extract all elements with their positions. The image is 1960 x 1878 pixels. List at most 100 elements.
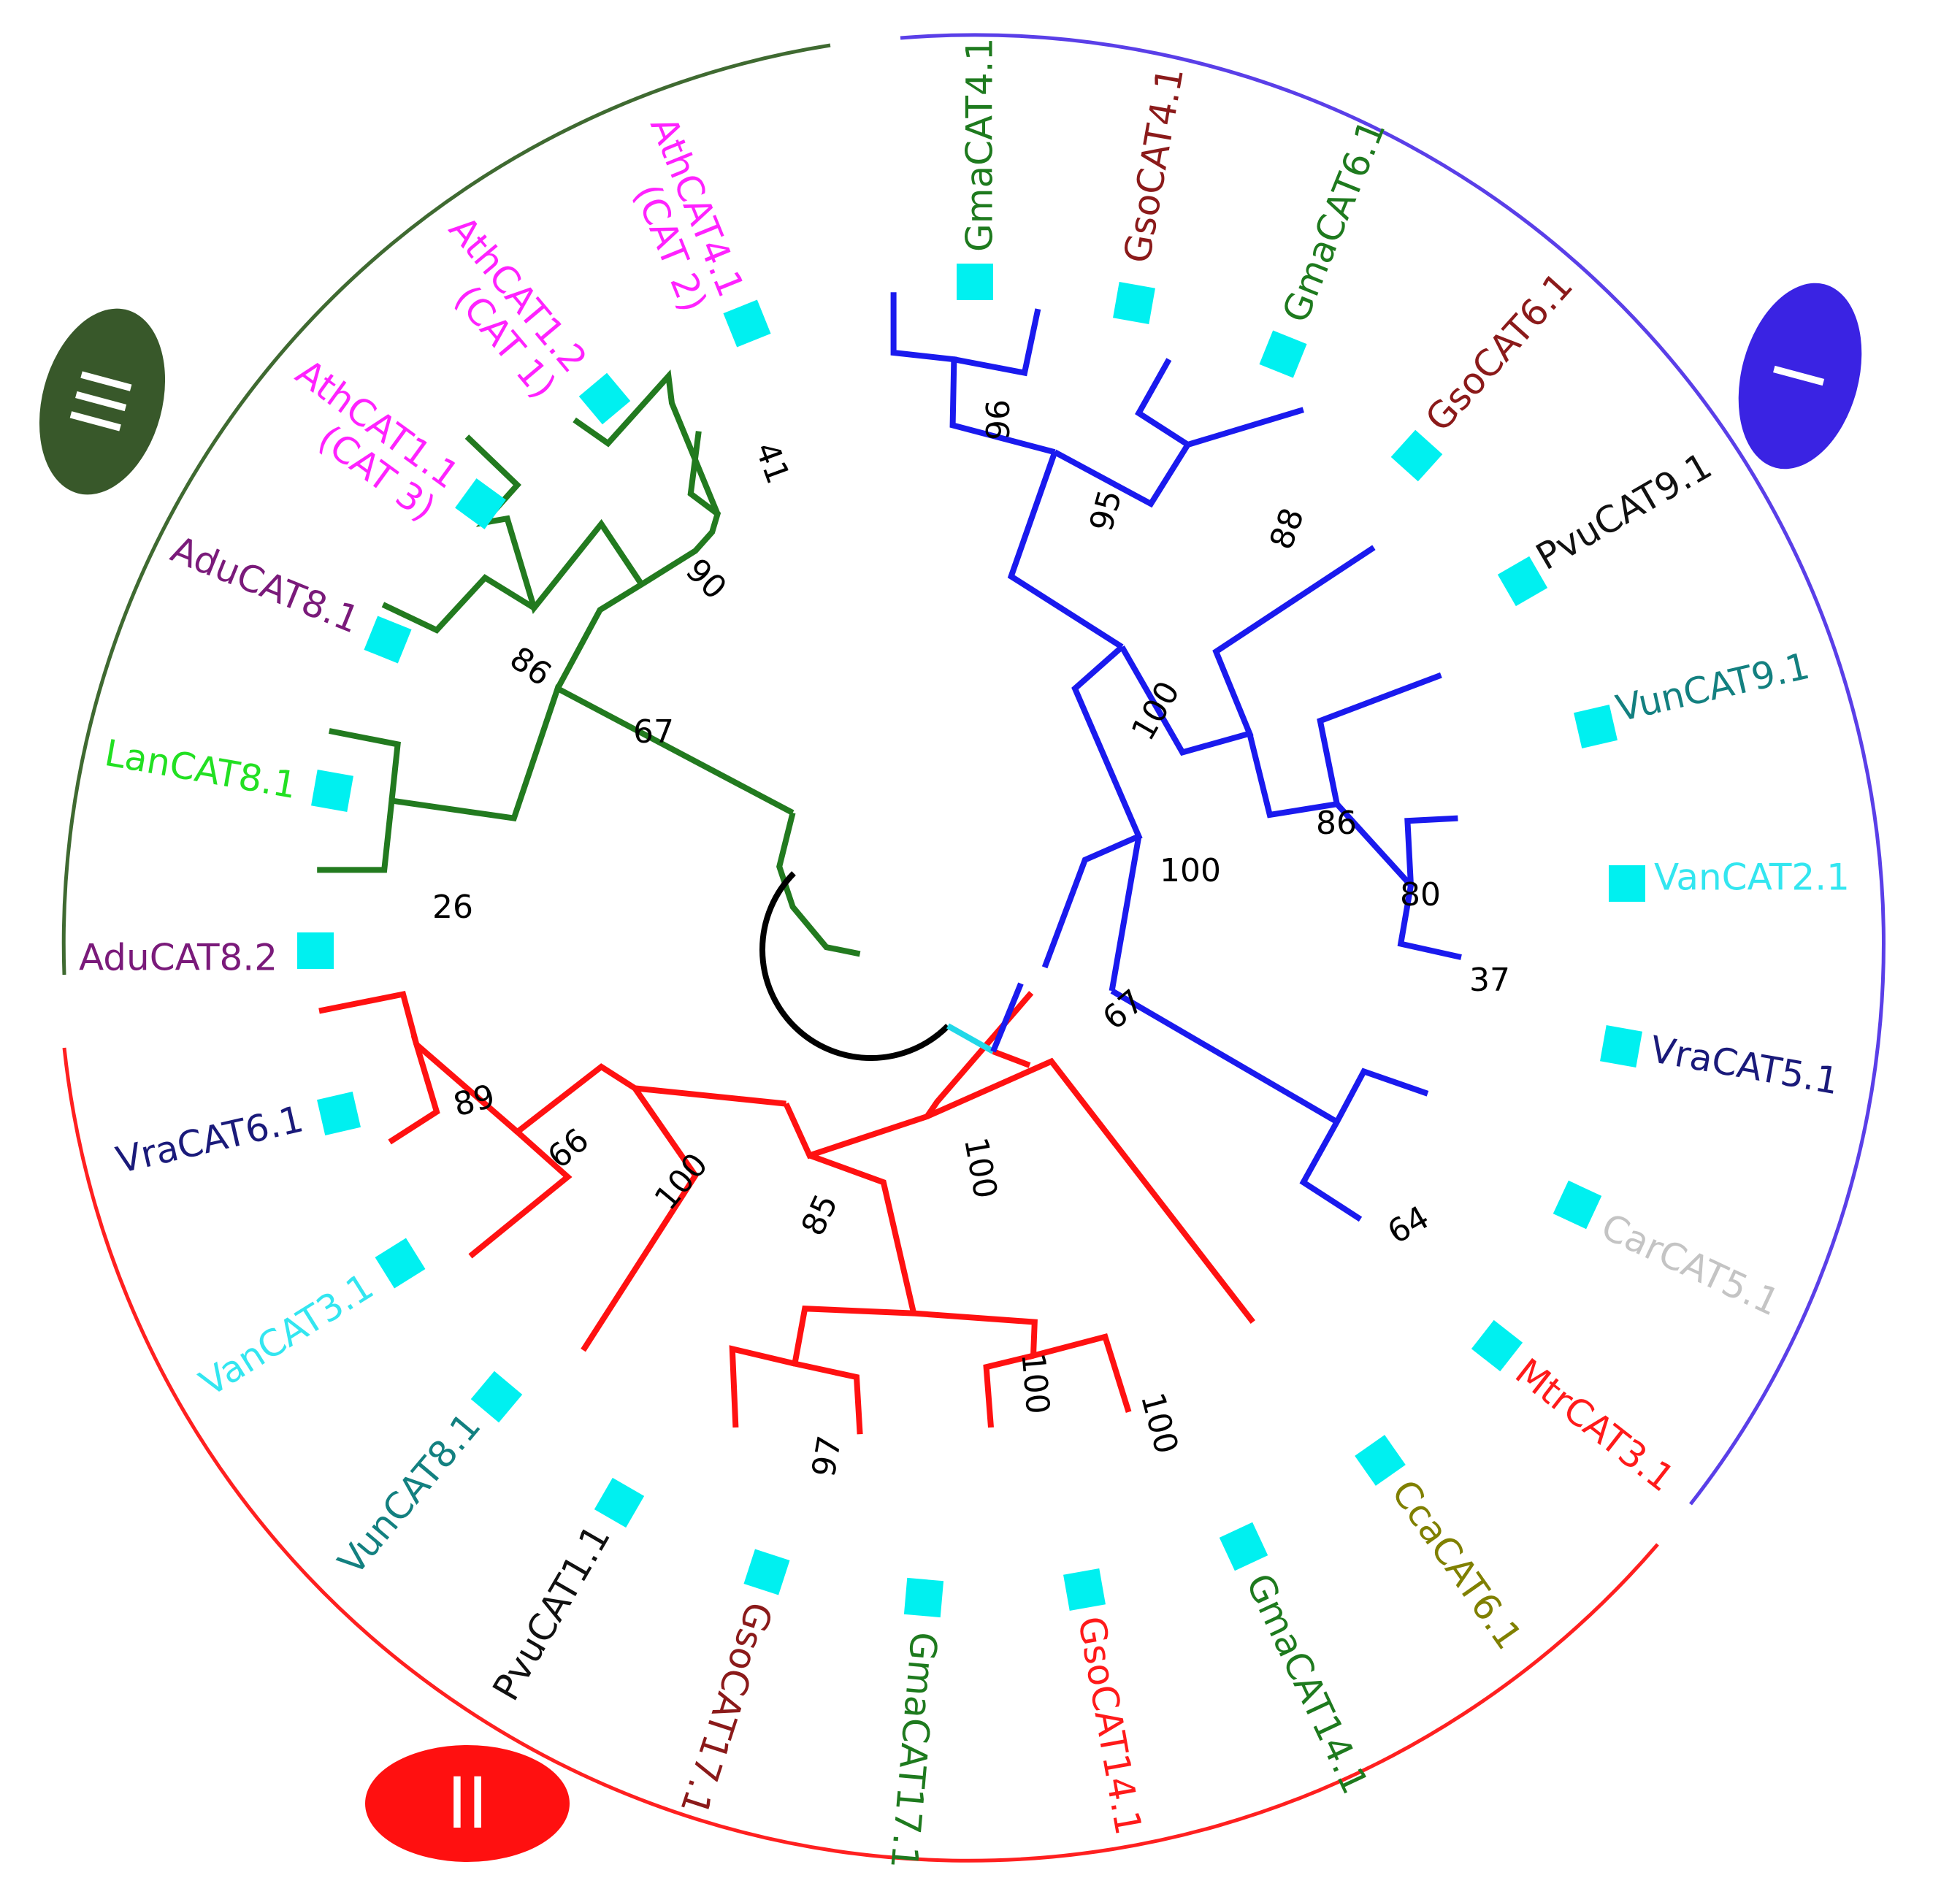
bootstrap-pvu1-group: 100 xyxy=(648,1146,716,1217)
leaf-marker-gmacat6_1 xyxy=(1259,330,1307,378)
leaf-label-gmacat17_1: GmaCAT17.1 xyxy=(882,1630,945,1871)
branch-clade-I-12 xyxy=(1109,835,1142,992)
leaf-marker-pvucat9_1 xyxy=(1497,556,1548,607)
clade-II-arc xyxy=(62,1047,1659,1863)
leaf-marker-ccacat6_1 xyxy=(1355,1435,1406,1486)
leaf-label-vuncat8_1: VunCAT8.1 xyxy=(330,1405,489,1583)
leaf-marker-aducat8_1 xyxy=(364,616,412,664)
leaf-label-pvucat1_1: PvuCAT1.1 xyxy=(484,1518,619,1708)
clade-I-arc xyxy=(900,33,1886,1506)
bootstrap-ath12-ath41: 41 xyxy=(748,437,797,488)
branch-clade-II-18 xyxy=(983,1352,1034,1428)
leaf-label-vracat5_1: VraCAT5.1 xyxy=(1647,1028,1842,1103)
branch-clade-II-13 xyxy=(783,991,1034,1160)
leaf-label-pvucat9_1: PvuCAT9.1 xyxy=(1529,444,1719,578)
leaf-markers xyxy=(297,264,1645,1618)
bootstrap-gma-gso-cat17: 97 xyxy=(805,1433,849,1480)
leaf-marker-lancat8_1 xyxy=(311,770,353,812)
bootstrap-clade-I-all: 100 xyxy=(1160,852,1221,889)
leaf-marker-pvucat1_1 xyxy=(594,1477,645,1528)
branch-clade-II-16 xyxy=(791,1306,914,1435)
leaf-marker-vuncat8_1 xyxy=(470,1371,523,1423)
branch-clade-III-25 xyxy=(555,431,721,690)
leaf-label-gmacat6_1: GmaCAT6.1 xyxy=(1274,114,1394,329)
branch-clade-III-23 xyxy=(317,684,795,873)
leaf-marker-mtrcat3_1 xyxy=(1471,1319,1523,1372)
bootstrap-cat4-cat6: 95 xyxy=(1083,486,1130,535)
bootstrap-clade-II-left: 85 xyxy=(795,1189,846,1241)
clade-I-badge xyxy=(1738,283,1862,470)
bootstrap-vun9-group: 80 xyxy=(1400,876,1441,913)
leaf-label-gsocat17_1: GsoCAT17.1 xyxy=(672,1597,781,1820)
branch-clade-I-1 xyxy=(953,308,1041,377)
branch-clade-II-21 xyxy=(388,1035,520,1145)
branch-clade-III-28 xyxy=(381,574,536,634)
clade-arcs xyxy=(61,33,1886,1863)
bootstrap-clade-I-upper: 100 xyxy=(1125,675,1187,747)
branch-clade-I-4 xyxy=(1007,451,1124,650)
branch-clade-I-3 xyxy=(1187,407,1304,448)
leaf-label-gsocat4_1: GsoCAT4.1 xyxy=(1116,64,1192,267)
clade-II-root-branch xyxy=(992,1049,1031,1068)
clade-II-badge xyxy=(365,1745,570,1862)
clade-III-badge xyxy=(39,308,166,495)
leaf-label-gsocat6_1: GsoCAT6.1 xyxy=(1417,264,1581,440)
bootstrap-cat14-cat17: 100 xyxy=(1014,1352,1056,1416)
bootstrap-ath11-adu81: 86 xyxy=(503,640,558,694)
leaf-marker-vracat5_1 xyxy=(1600,1025,1642,1068)
leaf-marker-athcat1_1 xyxy=(455,478,506,529)
leaf-label-gmacat4_1: GmaCAT4.1 xyxy=(959,38,1001,252)
bootstrap-ath-adu81: 90 xyxy=(678,551,734,607)
leaf-label-aducat8_2: AduCAT8.2 xyxy=(79,937,277,979)
leaf-label-gsocat14_1: GsoCAT14.1 xyxy=(1070,1613,1150,1838)
bootstrap-gma-gso-cat4: 96 xyxy=(980,399,1017,440)
bootstrap-gma-gso-cat6: 88 xyxy=(1263,503,1312,554)
leaf-marker-vancat3_1 xyxy=(375,1238,426,1289)
leaf-marker-athcat4_1 xyxy=(723,299,771,348)
bootstrap-clade-I-II: 67 xyxy=(1096,983,1152,1038)
leaf-label-carcat5_1: CarCAT5.1 xyxy=(1595,1206,1785,1325)
leaf-label-gmacat14_1: GmaCAT14.1 xyxy=(1238,1567,1377,1800)
bootstrap-van2-vra5: 37 xyxy=(1469,962,1510,999)
bootstrap-car5-mtr3: 64 xyxy=(1382,1199,1436,1252)
leaf-marker-athcat1_2 xyxy=(578,372,631,425)
branch-clade-II-17 xyxy=(729,1345,796,1428)
leaf-marker-aducat8_2 xyxy=(297,932,334,969)
leaf-marker-gsocat4_1 xyxy=(1113,282,1155,324)
leaf-marker-vracat6_1 xyxy=(317,1092,361,1135)
leaf-label-aducat8_1: AduCAT8.1 xyxy=(165,528,365,642)
branch-clade-III-24 xyxy=(329,728,401,802)
leaf-marker-vuncat9_1 xyxy=(1574,705,1618,748)
branch-clade-I-0 xyxy=(890,292,1056,456)
branch-clade-III-27 xyxy=(464,434,644,615)
leaf-label-vracat6_1: VraCAT6.1 xyxy=(112,1097,307,1181)
root-cyan-branch xyxy=(946,1023,995,1054)
root-arc xyxy=(759,871,950,1061)
branch-clade-I-2 xyxy=(1053,358,1193,508)
branch-clade-I-8 xyxy=(1334,802,1413,888)
leaf-label-lancat8_1: LanCAT8.1 xyxy=(102,732,300,807)
bootstrap-clade-II-all: 100 xyxy=(957,1135,1004,1202)
tree-branches xyxy=(317,292,1462,1435)
leaf-label-vuncat9_1: VunCAT9.1 xyxy=(1612,645,1814,730)
bootstrap-pvu9-group: 86 xyxy=(1316,805,1357,842)
branch-clade-I-6 xyxy=(1247,672,1442,819)
leaf-marker-gmacat14_1 xyxy=(1219,1522,1268,1571)
bootstrap-adu82-lan: 26 xyxy=(432,889,473,926)
branch-clade-II-22 xyxy=(318,990,420,1046)
clade-I-root-branch xyxy=(990,982,1024,1053)
branch-clade-II-14 xyxy=(925,1057,1255,1325)
branch-clade-II-15 xyxy=(808,1152,1132,1413)
leaf-marker-vancat2_1 xyxy=(1609,865,1645,902)
clade-II-badge-label: II xyxy=(447,1763,489,1844)
leaf-marker-gsocat17_1 xyxy=(743,1549,790,1595)
branch-clade-I-11 xyxy=(1110,988,1339,1124)
clade-III-arc xyxy=(61,43,831,976)
leaf-marker-gsocat14_1 xyxy=(1063,1568,1106,1611)
leaf-marker-carcat5_1 xyxy=(1553,1180,1602,1230)
leaf-marker-gsocat6_1 xyxy=(1390,429,1443,482)
leaf-label-mtrcat3_1: MtrCAT3.1 xyxy=(1507,1350,1682,1500)
leaf-marker-gmacat17_1 xyxy=(903,1577,944,1618)
